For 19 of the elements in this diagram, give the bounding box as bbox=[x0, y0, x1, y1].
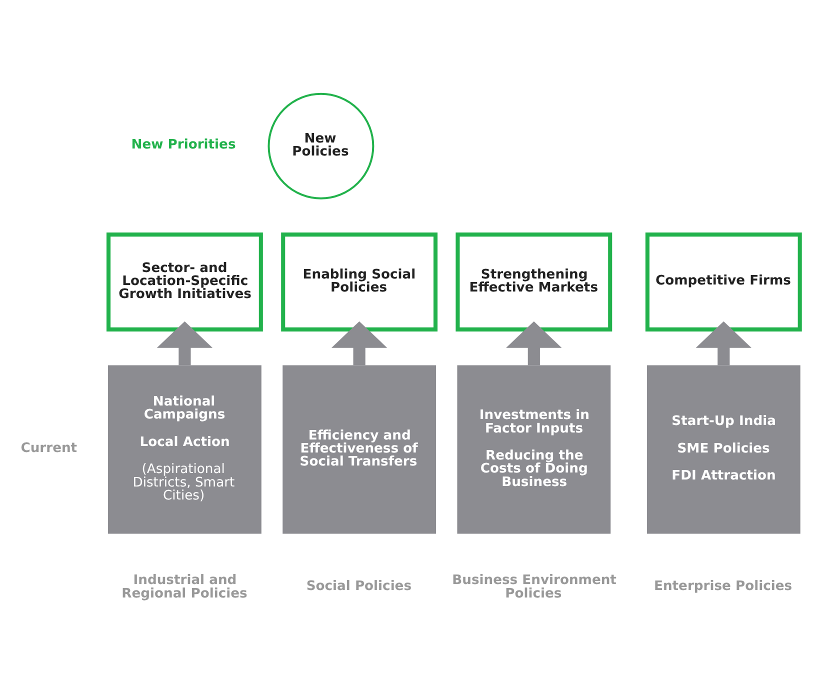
arrow bbox=[506, 321, 562, 366]
node-box: National Campaigns Local Action (Aspirational Districts, Smart Cities) bbox=[108, 365, 262, 534]
node-label: Business Environment Policies bbox=[452, 573, 616, 602]
node-box: Efficiency and Effectiveness of Social Transfers bbox=[282, 365, 436, 534]
node-box: Enabling Social Policies bbox=[281, 232, 438, 332]
label: New Priorities bbox=[131, 138, 236, 153]
node-box: Strengthening Effective Markets bbox=[456, 232, 612, 332]
node-box: Start-Up India SME Policies FDI Attraction bbox=[646, 365, 800, 534]
arrow bbox=[156, 321, 213, 366]
arrow bbox=[696, 321, 752, 366]
label: Current bbox=[20, 440, 78, 456]
node-circle: New Policies bbox=[268, 92, 374, 200]
node-box: Sector- and Location-Specific Growth Initiatives bbox=[106, 232, 263, 332]
node-label: Enterprise Policies bbox=[654, 579, 792, 594]
arrow bbox=[331, 321, 388, 366]
node-box: Competitive Firms bbox=[645, 232, 802, 332]
node-label: Social Policies bbox=[306, 579, 412, 594]
node-label: Industrial and Regional Policies bbox=[122, 573, 248, 602]
node-box: Investments in Factor Inputs Reducing the Costs of Doing Business bbox=[457, 365, 611, 534]
